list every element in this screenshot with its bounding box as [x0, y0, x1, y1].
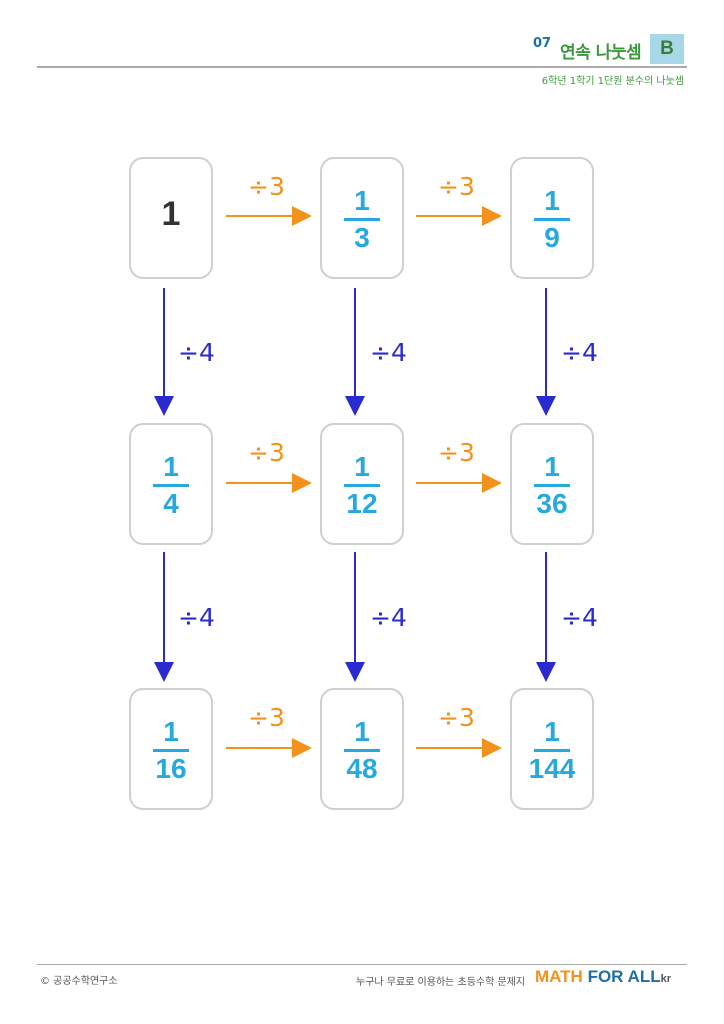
- fraction: 1 3: [322, 185, 402, 254]
- numerator: 1: [544, 185, 560, 216]
- op-h-r2-1: ÷3: [248, 438, 285, 467]
- fraction-bar: [344, 484, 380, 487]
- worksheet-number: 07: [533, 36, 552, 51]
- fraction: 1 48: [322, 716, 402, 785]
- op-h-r3-1: ÷3: [248, 703, 285, 732]
- fraction-bar: [344, 218, 380, 221]
- whole-number: 1: [161, 195, 181, 233]
- header-divider: [37, 66, 687, 68]
- numerator: 1: [354, 185, 370, 216]
- fraction: 1 16: [131, 716, 211, 785]
- denominator: 36: [536, 488, 568, 519]
- fraction-bar: [153, 484, 189, 487]
- level-badge: B: [650, 34, 684, 64]
- card-r2-c3: 1 36: [510, 423, 594, 545]
- fraction-bar: [534, 484, 570, 487]
- fraction: 1 12: [322, 451, 402, 520]
- worksheet-title: 연속 나눗셈: [560, 43, 642, 63]
- brand-forall: FOR ALL: [587, 967, 661, 986]
- denominator: 3: [354, 222, 370, 253]
- denominator: 144: [528, 753, 576, 784]
- op-v-c3-1: ÷4: [561, 338, 598, 367]
- numerator: 1: [354, 716, 370, 747]
- fraction: 1 144: [512, 716, 592, 785]
- card-r1-c2: 1 3: [320, 157, 404, 279]
- numerator: 1: [163, 716, 179, 747]
- card-r2-c2: 1 12: [320, 423, 404, 545]
- denominator: 12: [346, 488, 378, 519]
- op-h-r1-1: ÷3: [248, 172, 285, 201]
- fraction-bar: [534, 218, 570, 221]
- card-r3-c3: 1 144: [510, 688, 594, 810]
- denominator: 4: [163, 488, 179, 519]
- card-r2-c1: 1 4: [129, 423, 213, 545]
- op-h-r2-2: ÷3: [438, 438, 475, 467]
- fraction: 1 9: [512, 185, 592, 254]
- brand-math: MATH: [535, 967, 583, 986]
- copyright-text: © 공공수학연구소: [40, 976, 118, 987]
- numerator: 1: [163, 451, 179, 482]
- op-v-c2-1: ÷4: [370, 338, 407, 367]
- denominator: 48: [346, 753, 378, 784]
- fraction-bar: [153, 749, 189, 752]
- op-v-c1-1: ÷4: [178, 338, 215, 367]
- card-r3-c1: 1 16: [129, 688, 213, 810]
- numerator: 1: [544, 451, 560, 482]
- footer-tagline: 누구나 무료로 이용하는 초등수학 문제지: [356, 977, 526, 988]
- op-h-r1-2: ÷3: [438, 172, 475, 201]
- card-r1-c1: 1: [129, 157, 213, 279]
- card-r1-c3: 1 9: [510, 157, 594, 279]
- brand-kr: kr: [660, 973, 672, 985]
- numerator: 1: [544, 716, 560, 747]
- worksheet-subtitle: 6학년 1학기 1단원 분수의 나눗셈: [541, 76, 684, 87]
- op-v-c2-2: ÷4: [370, 603, 407, 632]
- op-v-c3-2: ÷4: [561, 603, 598, 632]
- op-h-r3-2: ÷3: [438, 703, 475, 732]
- numerator: 1: [354, 451, 370, 482]
- op-v-c1-2: ÷4: [178, 603, 215, 632]
- footer-divider: [37, 964, 687, 965]
- denominator: 9: [544, 222, 560, 253]
- fraction: 1 4: [131, 451, 211, 520]
- card-r3-c2: 1 48: [320, 688, 404, 810]
- denominator: 16: [155, 753, 187, 784]
- fraction-bar: [344, 749, 380, 752]
- fraction: 1 36: [512, 451, 592, 520]
- brand-logo: MATH FOR ALLkr: [535, 967, 671, 987]
- fraction-bar: [534, 749, 570, 752]
